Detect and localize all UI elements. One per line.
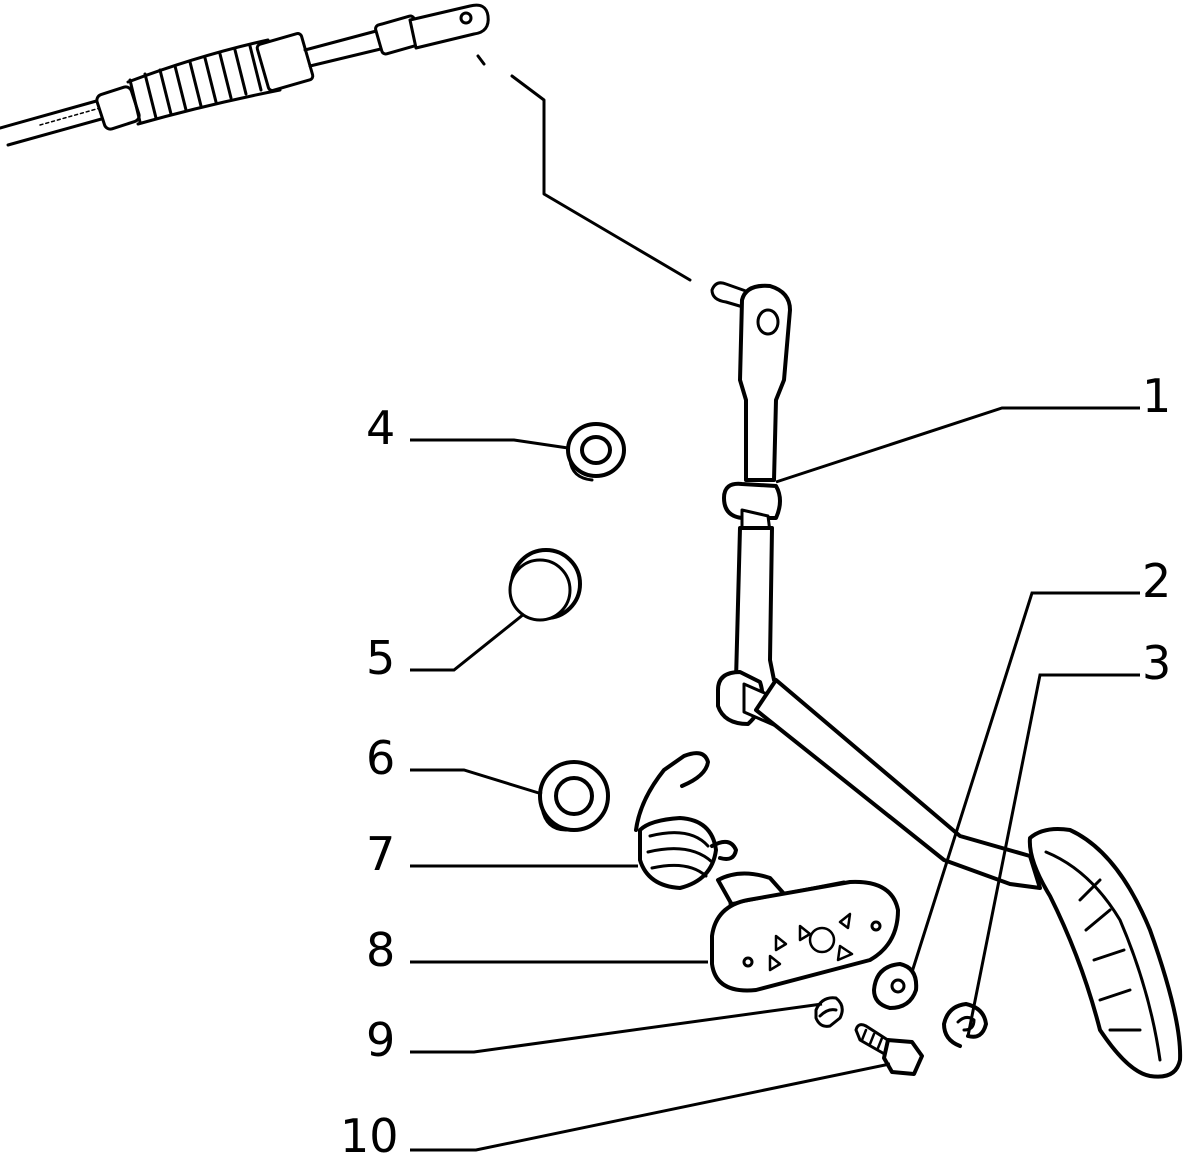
leader-3 [966, 673, 1140, 1037]
callout-8: 8 [366, 923, 395, 977]
leader-5 [410, 612, 525, 672]
leader-lines [410, 406, 1140, 1152]
callout-3: 3 [1142, 636, 1171, 690]
leader-2 [910, 591, 1140, 973]
leader-4 [410, 438, 569, 450]
circlip-part-3 [942, 1002, 988, 1048]
leader-9 [410, 1002, 823, 1054]
callout-5: 5 [366, 631, 395, 685]
callout-2: 2 [1142, 554, 1171, 608]
callout-10: 10 [340, 1109, 399, 1155]
accelerator-cable [0, 3, 490, 147]
leader-10 [410, 1062, 891, 1152]
callout-7: 7 [366, 827, 395, 881]
accelerator-pedal-lever [710, 281, 1183, 1079]
leader-6 [410, 768, 543, 796]
pedal-bracket-part-8 [710, 871, 900, 993]
cap-part-5 [508, 548, 582, 622]
bush-part-6 [538, 760, 610, 832]
callout-9: 9 [366, 1013, 395, 1067]
return-spring-part-7 [634, 751, 738, 890]
leader-1 [775, 406, 1140, 484]
assembly-path-line [476, 54, 692, 282]
bush-part-4 [566, 422, 626, 482]
washer-part-2 [872, 962, 919, 1010]
bolt-part-10 [854, 1023, 924, 1076]
clip-part-9 [814, 996, 844, 1028]
callout-6: 6 [366, 731, 395, 785]
callout-1: 1 [1142, 369, 1171, 423]
callout-labels: 1 2 3 4 5 6 7 8 9 10 [340, 369, 1171, 1155]
callout-4: 4 [366, 401, 395, 455]
